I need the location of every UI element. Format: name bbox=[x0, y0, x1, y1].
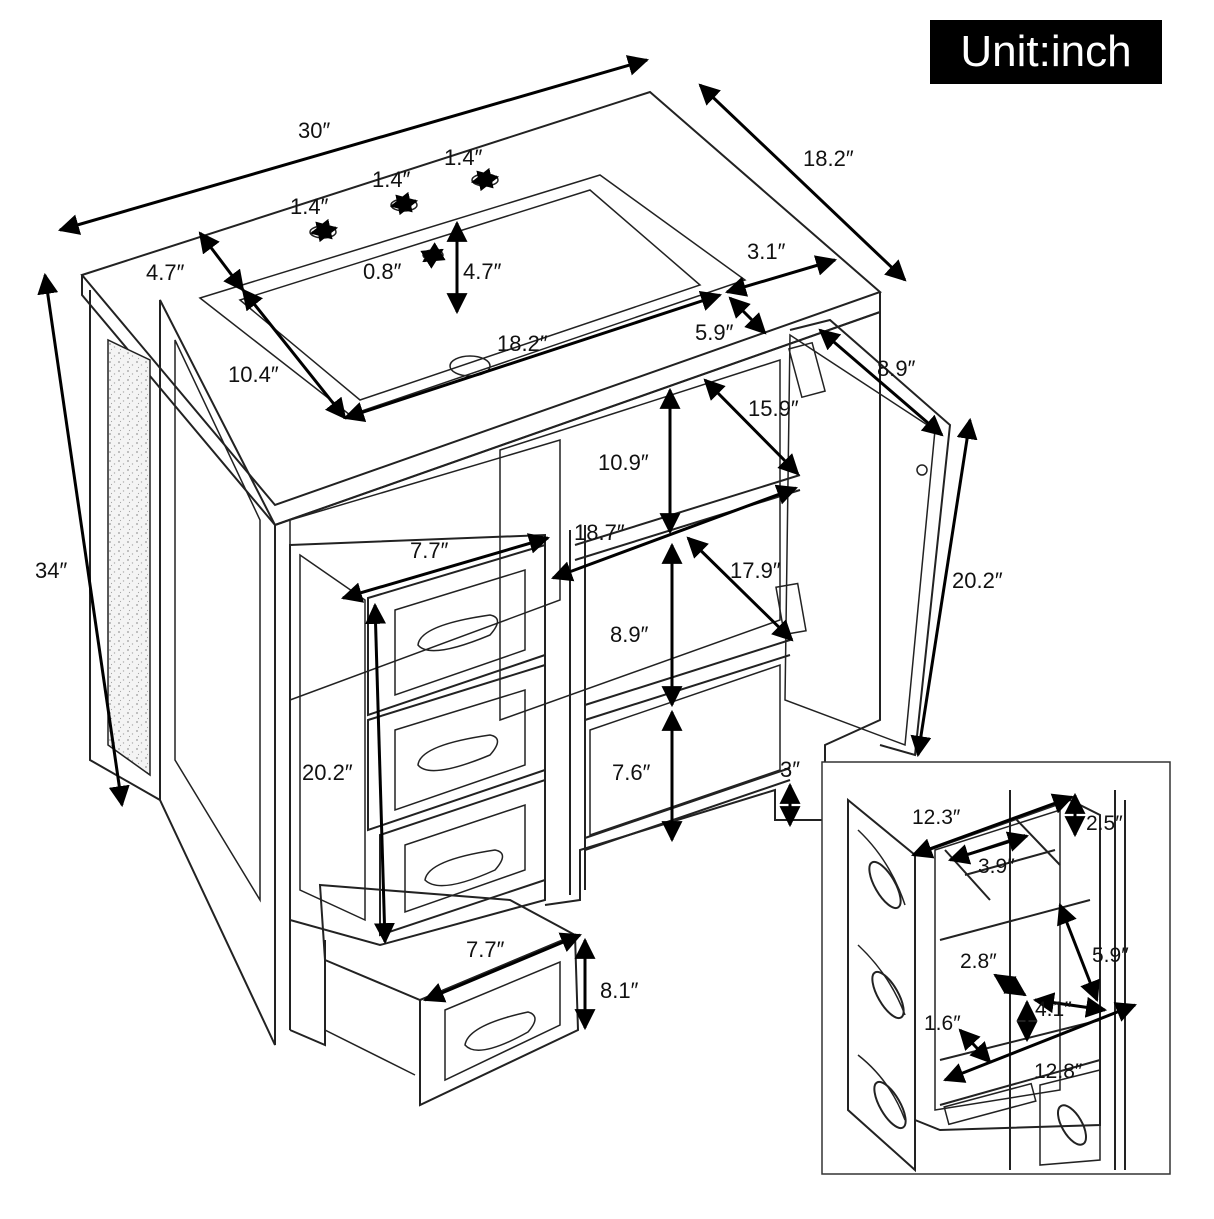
label-shelf-depth: 15.9″ bbox=[748, 396, 799, 421]
label-basin-side-gap: 4.7″ bbox=[463, 259, 502, 284]
arrow-door-height bbox=[910, 417, 978, 758]
arrow-basin-depth bbox=[241, 288, 347, 420]
label-drain: 0.8″ bbox=[363, 259, 402, 284]
label-door-depth: 8.9″ bbox=[877, 356, 916, 381]
label-hole-1: 1.4″ bbox=[290, 194, 329, 219]
label-slot-height: 1.6″ bbox=[924, 1012, 961, 1035]
open-drawer bbox=[318, 883, 580, 1107]
arrow-shelf-depth bbox=[703, 378, 800, 476]
label-top-drawer: 7.7″ bbox=[410, 538, 449, 563]
label-middle-height: 8.9″ bbox=[610, 622, 649, 647]
label-divider-height: 2.5″ bbox=[1086, 812, 1123, 835]
arrow-hole-2 bbox=[389, 191, 419, 216]
label-lower-depth: 5.9″ bbox=[1092, 944, 1129, 967]
arrow-inner-width bbox=[551, 484, 798, 582]
arrow-front-gap bbox=[198, 231, 245, 292]
label-open-drawer-width: 7.7″ bbox=[466, 937, 505, 962]
arrow-slot-width bbox=[993, 973, 1027, 997]
arrow-drain bbox=[420, 242, 446, 269]
label-door-height: 20.2″ bbox=[952, 568, 1003, 593]
arrow-lower-depth bbox=[1057, 903, 1100, 1002]
arrow-right-gap bbox=[724, 255, 838, 297]
label-front-gap: 4.7″ bbox=[146, 260, 185, 285]
arrow-drawer-depth bbox=[911, 793, 1074, 859]
cabinet-door bbox=[775, 318, 952, 757]
label-top-depth: 18.2″ bbox=[803, 146, 854, 171]
label-lower-shelf: 17.9″ bbox=[730, 558, 781, 583]
label-slot-depth: 4.1″ bbox=[1035, 998, 1072, 1021]
label-upper-height: 10.9″ bbox=[598, 450, 649, 475]
arrow-drawer-stack bbox=[365, 602, 395, 945]
arrow-lower-shelf bbox=[686, 536, 794, 642]
arrow-door-depth bbox=[818, 328, 944, 437]
dimension-labels: 30″ 18.2″ 1.4″ 1.4″ 1.4″ 0.8″ 4.7″ 4.7″ … bbox=[35, 118, 1003, 1003]
arrow-drawer-length bbox=[943, 1002, 1137, 1083]
arrow-top-depth bbox=[698, 83, 907, 282]
drawer-stack bbox=[289, 533, 580, 1107]
arrow-hole-1 bbox=[309, 218, 339, 243]
label-top-width: 30″ bbox=[298, 118, 330, 143]
drawer-front-3 bbox=[379, 778, 546, 937]
arrow-top-width bbox=[57, 55, 650, 235]
label-drawer-stack: 20.2″ bbox=[302, 760, 353, 785]
label-back-gap: 5.9″ bbox=[695, 320, 734, 345]
label-basin-depth: 10.4″ bbox=[228, 362, 279, 387]
label-inner-width: 18.7″ bbox=[574, 520, 625, 545]
label-right-gap: 3.1″ bbox=[747, 239, 786, 264]
arrow-open-drawer-width bbox=[423, 932, 582, 1003]
label-basin-width: 18.2″ bbox=[497, 331, 548, 356]
label-compartment: 3.9″ bbox=[978, 855, 1015, 878]
label-drawer-depth: 12.3″ bbox=[912, 806, 961, 829]
arrow-basin-width bbox=[343, 290, 722, 423]
arrow-compartment bbox=[947, 831, 1030, 865]
label-leg-height: 3″ bbox=[780, 757, 800, 782]
label-overall-height: 34″ bbox=[35, 558, 67, 583]
label-hole-3: 1.4″ bbox=[444, 145, 483, 170]
dimension-arrows bbox=[37, 55, 978, 1031]
drawer-front-1 bbox=[367, 543, 546, 717]
inset-labels: 12.3″ 2.5″ 3.9″ 5.9″ 2.8″ 4.1″ 1.6″ 12.8… bbox=[912, 806, 1129, 1083]
label-hole-2: 1.4″ bbox=[372, 167, 411, 192]
unit-badge: Unit:inch bbox=[930, 20, 1162, 84]
label-open-drawer-height: 8.1″ bbox=[600, 978, 639, 1003]
label-bottom-height: 7.6″ bbox=[612, 760, 651, 785]
arrow-back-gap bbox=[728, 296, 767, 335]
arrow-overall-height bbox=[37, 272, 130, 808]
label-slot-width: 2.8″ bbox=[960, 950, 997, 973]
arrow-top-drawer bbox=[340, 533, 551, 603]
inset-arrows bbox=[911, 792, 1137, 1083]
label-drawer-length: 12.8″ bbox=[1034, 1060, 1083, 1083]
arrow-hole-3 bbox=[470, 167, 500, 192]
